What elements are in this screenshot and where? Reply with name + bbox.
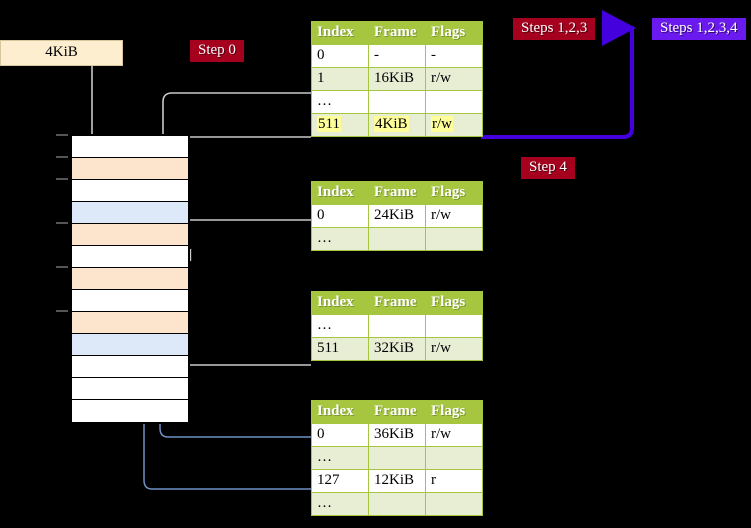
column-header-index: Index: [311, 291, 369, 315]
table-row[interactable]: …: [311, 90, 483, 114]
table-row[interactable]: 511 4KiB r/w: [311, 113, 483, 137]
memory-frame-row: [72, 268, 188, 290]
table-cell: 1: [311, 67, 369, 91]
table-cell: 511: [311, 113, 369, 137]
table-cell: …: [311, 90, 369, 114]
badge-step-4: Step 4: [521, 157, 575, 179]
table-cell: [425, 492, 483, 516]
size-box-4kib: 4KiB: [0, 40, 123, 66]
table-cell: …: [311, 446, 369, 470]
table-cell: 0: [311, 423, 369, 447]
table-cell: r/w: [425, 67, 483, 91]
column-header-flags: Flags: [425, 400, 483, 424]
memory-frame-row: [72, 290, 188, 312]
table-cell: 0: [311, 204, 369, 228]
table-row[interactable]: …: [311, 492, 483, 516]
table-cell: …: [311, 227, 369, 251]
table-cell: -: [368, 44, 426, 68]
table-cell: [368, 314, 426, 338]
table-row[interactable]: …: [311, 314, 483, 338]
memory-frame-row: [72, 312, 188, 334]
table-cell: 36KiB: [368, 423, 426, 447]
table-cell: 12KiB: [368, 469, 426, 493]
size-box-label: 4KiB: [45, 44, 78, 60]
memory-boundary-tick: [56, 310, 68, 312]
table-cell: 0: [311, 44, 369, 68]
table-cell: 4KiB: [368, 113, 426, 137]
memory-frame-row: [72, 202, 188, 224]
memory-frame-row: [72, 136, 188, 158]
table-cell: 24KiB: [368, 204, 426, 228]
table-row[interactable]: …: [311, 446, 483, 470]
memory-frame-row: [72, 378, 188, 400]
table-cell: [368, 492, 426, 516]
badge-steps-123: Steps 1,2,3: [513, 18, 596, 40]
column-header-flags: Flags: [425, 181, 483, 205]
table-cell: 127: [311, 469, 369, 493]
table-cell: …: [311, 492, 369, 516]
column-header-flags: Flags: [425, 21, 483, 45]
table-cell: [368, 446, 426, 470]
table-cell: 32KiB: [368, 337, 426, 361]
table-cell: …: [311, 314, 369, 338]
memory-boundary-tick: [56, 266, 68, 268]
table-cell: [425, 227, 483, 251]
table-cell: [425, 90, 483, 114]
column-header-frame: Frame: [368, 291, 426, 315]
table-cell: 16KiB: [368, 67, 426, 91]
badge-step-0: Step 0: [190, 40, 244, 62]
column-header-index: Index: [311, 181, 369, 205]
table-cell: r/w: [425, 423, 483, 447]
memory-boundary-tick: [56, 222, 68, 224]
table-cell: [368, 227, 426, 251]
table-cell: r/w: [425, 113, 483, 137]
table-cell: r/w: [425, 204, 483, 228]
column-header-index: Index: [311, 400, 369, 424]
memory-frame-row: [72, 246, 188, 268]
column-header-frame: Frame: [368, 400, 426, 424]
table-cell: [425, 446, 483, 470]
column-header-index: Index: [311, 21, 369, 45]
memory-frame-row: [72, 158, 188, 180]
column-header-flags: Flags: [425, 291, 483, 315]
memory-boundary-tick: [56, 156, 68, 158]
memory-frame-row: [72, 224, 188, 246]
memory-frame-row: [72, 400, 188, 422]
table-row[interactable]: 0--: [311, 44, 483, 68]
table-cell: -: [425, 44, 483, 68]
memory-boundary-tick: [56, 178, 68, 180]
table-row[interactable]: …: [311, 227, 483, 251]
badge-steps-1234: Steps 1,2,3,4: [652, 18, 746, 40]
table-cell: r/w: [425, 337, 483, 361]
memory-boundary-tick: [56, 134, 68, 136]
highlighted-value: 4KiB: [374, 116, 409, 132]
table-cell: [425, 314, 483, 338]
table-cell: [368, 90, 426, 114]
memory-frame-row: [72, 334, 188, 356]
table-cell: 511: [311, 337, 369, 361]
table-cell: r: [425, 469, 483, 493]
highlighted-value: r/w: [431, 116, 453, 132]
physical-memory-column: [70, 134, 190, 424]
column-header-frame: Frame: [368, 181, 426, 205]
memory-frame-row: [72, 180, 188, 202]
memory-frame-row: [72, 356, 188, 378]
column-header-frame: Frame: [368, 21, 426, 45]
highlighted-value: 511: [317, 116, 341, 132]
